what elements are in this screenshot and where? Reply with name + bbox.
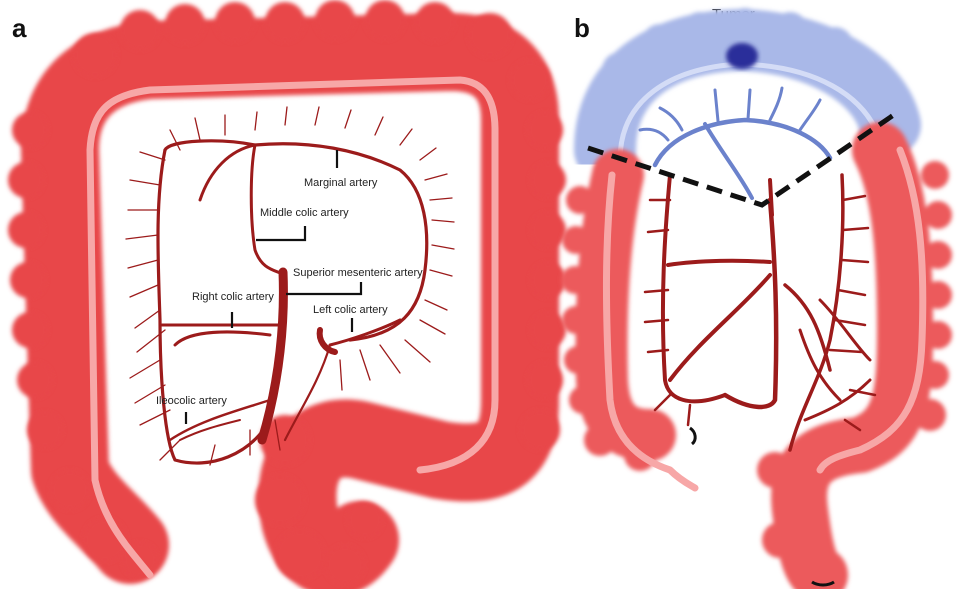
- leader-lines-a: [184, 150, 363, 424]
- marginal-artery-a: [163, 139, 429, 342]
- tumor-mass: [726, 43, 758, 69]
- panel-letter-a: a: [12, 13, 27, 43]
- label-marginal-artery: Marginal artery: [304, 177, 378, 189]
- resected-arteries: [638, 86, 833, 200]
- resected-segment: [574, 8, 921, 181]
- label-right-colic-artery: Right colic artery: [192, 291, 274, 303]
- superior-mesenteric-artery-trunk: [257, 267, 288, 445]
- panel-b: b Tumor: [561, 6, 952, 589]
- colon-b-lumen-left: [602, 171, 699, 492]
- label-left-colic-artery: Left colic artery: [313, 304, 388, 316]
- resection-line: [587, 109, 900, 208]
- colon-a-haustra: [8, 0, 566, 585]
- stump-marker-left: [689, 426, 697, 446]
- label-superior-mesenteric-artery: Superior mesenteric artery: [293, 267, 423, 279]
- panel-a: a: [8, 0, 566, 589]
- colon-a-lumen: [86, 76, 499, 579]
- vasa-recta-a: [125, 106, 455, 466]
- colon-b: [561, 122, 952, 589]
- stump-marker-bottom: [811, 580, 835, 587]
- arteries-b: [643, 173, 877, 452]
- panel-letter-b: b: [574, 13, 590, 43]
- colon-b-lumen-right: [816, 146, 927, 474]
- arteries-a: [156, 139, 429, 465]
- label-ileocolic-artery: Ileocolic artery: [156, 395, 227, 407]
- left-colic-origin: [316, 327, 338, 355]
- label-middle-colic-artery: Middle colic artery: [260, 207, 349, 219]
